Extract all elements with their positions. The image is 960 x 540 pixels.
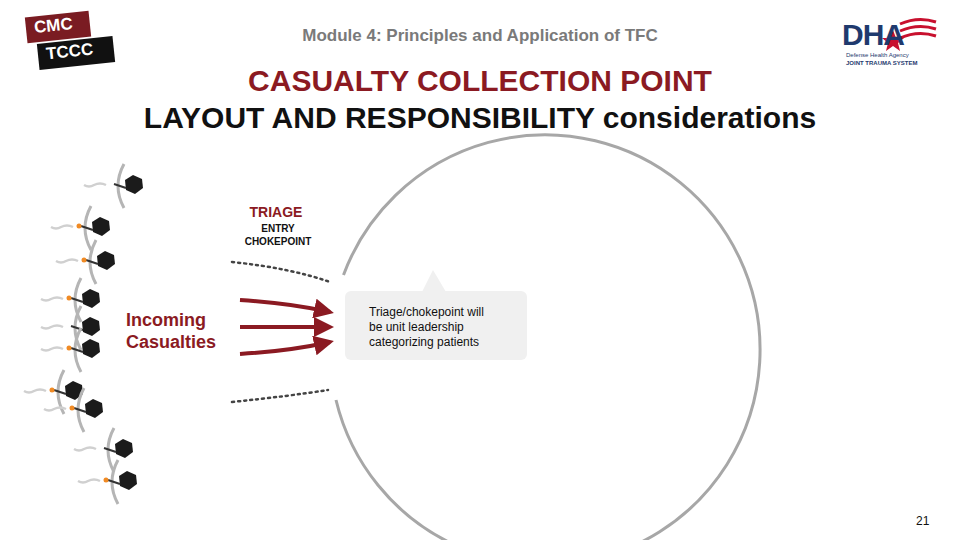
soldier-group bbox=[24, 164, 143, 504]
callout-text: Triage/chokepoint will be unit leadershi… bbox=[369, 305, 489, 350]
logo-text: CMC bbox=[33, 14, 74, 38]
muzzle-flash bbox=[50, 388, 55, 393]
callout-box: Triage/chokepoint will be unit leadershi… bbox=[345, 291, 527, 360]
smoke bbox=[41, 348, 63, 351]
incoming-arrow bbox=[240, 342, 330, 354]
rifle bbox=[104, 448, 116, 452]
muzzle-flash bbox=[67, 296, 72, 301]
rifle bbox=[114, 184, 126, 188]
soldier-helmet bbox=[85, 399, 103, 418]
module-header: Module 4: Principles and Application of … bbox=[0, 26, 960, 46]
soldier-helmet bbox=[125, 175, 143, 194]
smoke bbox=[41, 298, 63, 301]
rifle bbox=[81, 226, 93, 230]
muzzle-flash bbox=[77, 224, 82, 229]
smoke bbox=[56, 260, 78, 263]
zone-sublabel: ENTRY CHOKEPOINT bbox=[238, 222, 318, 248]
page-number: 21 bbox=[916, 514, 929, 528]
soldier-helmet bbox=[92, 217, 110, 236]
smoke bbox=[44, 408, 66, 411]
muzzle-flash bbox=[82, 258, 87, 263]
smoke bbox=[41, 326, 63, 329]
slide-title: CASUALTY COLLECTION POINT bbox=[0, 64, 960, 98]
soldier-helmet bbox=[115, 439, 133, 458]
logo-text: DHA bbox=[842, 18, 904, 52]
soldier-helmet bbox=[82, 289, 100, 308]
group-label: Incoming Casualties bbox=[126, 309, 236, 353]
logo-block bbox=[25, 11, 91, 44]
logo-subtext: Defense Health Agency bbox=[846, 52, 909, 58]
funnel-line bbox=[232, 262, 330, 282]
logo-subtext: JOINT TRAUMA SYSTEM bbox=[846, 60, 917, 66]
muzzle-flash bbox=[67, 346, 72, 351]
soldier-helmet bbox=[97, 251, 115, 270]
logo-block bbox=[37, 36, 115, 70]
rifle bbox=[71, 348, 83, 352]
smoke bbox=[84, 184, 106, 187]
rifle bbox=[108, 480, 120, 484]
smoke bbox=[24, 390, 46, 393]
soldier-helmet bbox=[82, 317, 100, 336]
callout-pointer bbox=[422, 270, 446, 292]
smoke bbox=[74, 448, 96, 451]
slide-subtitle: LAYOUT AND RESPONSIBILITY considerations bbox=[0, 101, 960, 135]
rifle bbox=[86, 260, 98, 264]
rifle bbox=[54, 390, 66, 394]
soldier-helmet bbox=[119, 471, 137, 490]
muzzle-flash bbox=[70, 406, 75, 411]
zone-label: TRIAGE bbox=[246, 204, 306, 220]
incoming-arrow bbox=[240, 325, 330, 329]
collection-point-circle bbox=[336, 135, 760, 540]
smoke bbox=[78, 480, 100, 483]
rifle bbox=[74, 408, 86, 412]
muzzle-flash bbox=[104, 478, 109, 483]
rifle bbox=[71, 298, 83, 302]
soldier-helmet bbox=[82, 339, 100, 358]
funnel-line bbox=[232, 390, 328, 402]
incoming-arrow bbox=[240, 300, 330, 312]
smoke bbox=[51, 226, 73, 229]
logo-stripes bbox=[900, 19, 936, 38]
